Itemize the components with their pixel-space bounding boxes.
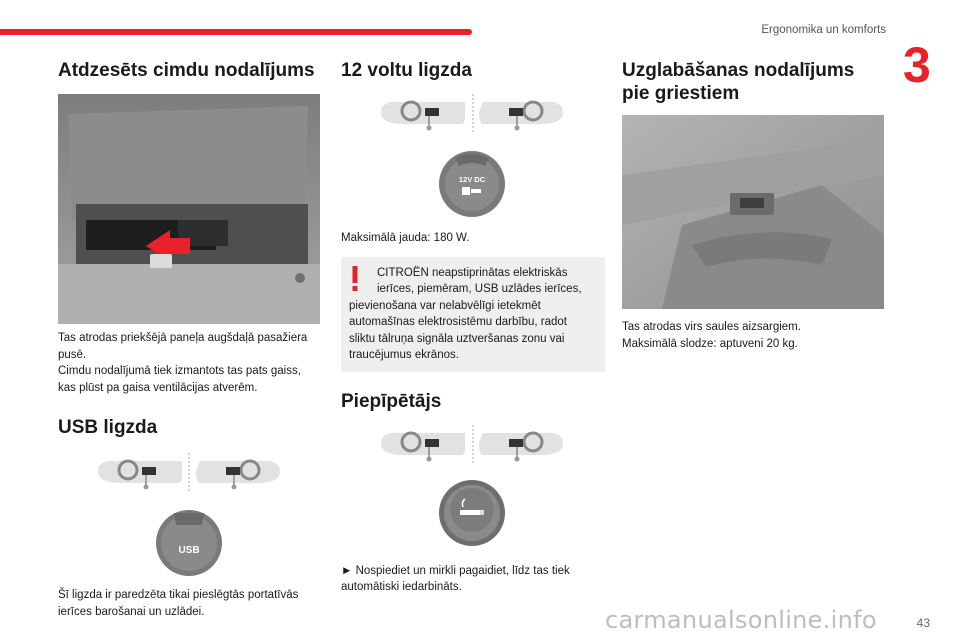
warning-text-5: sliktu tālruņa signāla uztveršanas zonu … [349, 332, 565, 345]
glovebox-photo [58, 94, 320, 324]
socket12v-title: 12 voltu ligzda [341, 60, 472, 81]
usb-text-1: Šī ligzda ir paredzēta tikai pieslēgtās … [58, 589, 299, 601]
storage-text-2: Maksimālā slodze: aptuveni 20 kg. [622, 337, 798, 350]
usb-text-2: ierīces barošanai un uzlādei. [58, 605, 205, 618]
usb-location-diagram [98, 453, 280, 493]
usb-title: USB ligzda [58, 417, 158, 438]
column-2: 12 voltu ligzda 12V DC Maksimālā jauda: … [341, 55, 605, 596]
storage-text-1: Tas atrodas virs saules aizsargiem. [622, 321, 801, 333]
warning-text-1: CITROËN neapstiprinātas elektriskās [377, 266, 568, 279]
cigarette-lighter-image [439, 479, 505, 546]
chapter-color-bar [0, 29, 472, 35]
lighter-text-1: ► Nospiediet un mirkli pagaidiet, līdz t… [341, 564, 570, 577]
overhead-storage-photo [622, 115, 884, 309]
glovebox-text-2: pusē. [58, 348, 87, 361]
glovebox-text-4: kas plūst pa gaisa ventilācijas atverēm. [58, 381, 258, 394]
warning-text-4: automašīnas elektrosistēmu darbību, rado… [349, 316, 567, 328]
storage-title-1: Uzglabāšanas nodalījums [622, 60, 855, 81]
storage-title-2: pie griestiem [622, 83, 740, 104]
column-1: Atdzesēts cimdu nodalījums Tas atrodas p… [58, 55, 320, 620]
socket12v-power: Maksimālā jauda: 180 W. [341, 232, 470, 244]
warning-exclamation-icon [352, 265, 358, 291]
warning-text-6: traucējumus ekrānos. [349, 349, 459, 361]
glovebox-text-1: Tas atrodas priekšējā paneļa augšdaļā pa… [58, 332, 308, 344]
running-title: Ergonomika un komforts [761, 24, 886, 36]
lighter-text-2: automātiski iedarbināts. [341, 581, 462, 593]
warning-text-3: pievienošana var nelabvēlīgi ietekmēt [349, 299, 541, 312]
usb-socket-label: USB [178, 545, 199, 556]
socket12v-location-diagram [381, 94, 563, 134]
cigarette-icon [460, 497, 484, 515]
lighter-location-diagram [381, 424, 563, 465]
column-3: Uzglabāšanas nodalījums pie griestiem Ta… [622, 55, 884, 352]
watermark: carmanualsonline.info [605, 606, 877, 634]
warning-box: CITROËN neapstiprinātas elektriskās ierī… [341, 256, 605, 372]
page-number: 43 [916, 616, 930, 630]
warning-text-2: ierīces, piemēram, USB uzlādes ierīces, [377, 283, 582, 295]
glovebox-title: Atdzesēts cimdu nodalījums [58, 60, 315, 81]
usb-socket-image: USB [156, 510, 222, 576]
glovebox-text-3: Cimdu nodalījumā tiek izmantots tas pats… [58, 365, 301, 377]
socket12v-label: 12V DC [459, 175, 486, 184]
chapter-number: 3 [903, 37, 931, 93]
lighter-title: Piepīpētājs [341, 390, 442, 412]
socket12v-image: 12V DC [439, 151, 505, 217]
